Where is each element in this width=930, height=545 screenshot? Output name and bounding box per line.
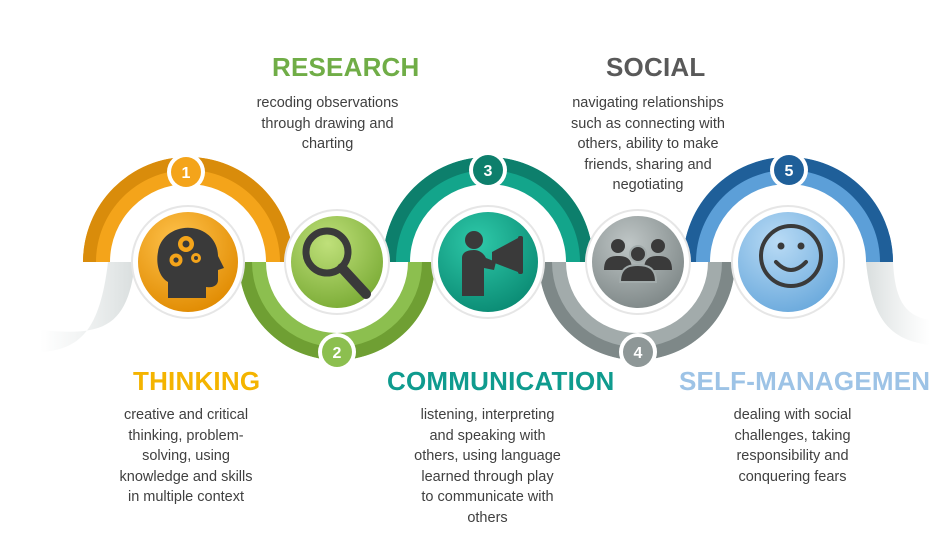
- head-gears-icon: [157, 227, 224, 298]
- number-badge-3: 3: [469, 151, 507, 189]
- step-title-social: SOCIAL: [606, 52, 706, 82]
- number-badge-4: 4: [619, 333, 657, 371]
- wave-tail-left: [40, 262, 135, 352]
- number-badge-text: 3: [484, 163, 493, 180]
- number-badge-text: 2: [333, 345, 342, 362]
- step-desc-social: navigating relationships such as connect…: [571, 95, 725, 193]
- step-title-communication: COMMUNICATION: [387, 366, 615, 396]
- step-circle-2: [284, 209, 390, 315]
- wave-ribbon: [40, 157, 930, 360]
- number-badge-5: 5: [770, 151, 808, 189]
- number-badge-2: 2: [318, 333, 356, 371]
- group-people-icon: [604, 239, 672, 283]
- step-desc-research: recoding observations through drawing an…: [256, 95, 399, 152]
- smiley-face-icon: [759, 224, 823, 288]
- wave-tail-right: [866, 262, 930, 345]
- step-title-research: RESEARCH: [272, 52, 420, 82]
- wave-arc-1-band: [83, 157, 293, 262]
- step-circle-5: [731, 205, 845, 319]
- number-badge-text: 4: [634, 345, 643, 362]
- step-desc-communication: listening, interpreting and speaking wit…: [414, 407, 561, 526]
- wave-arc-2-band: [239, 262, 435, 360]
- step-desc-thinking: creative and critical thinking, problem-…: [119, 407, 253, 505]
- step-circle-4: [585, 209, 691, 315]
- number-badge-text: 5: [785, 163, 794, 180]
- number-badge-text: 1: [182, 165, 191, 182]
- number-badge-1: 1: [167, 153, 205, 191]
- step-title-self-management: SELF-MANAGEMENT: [679, 366, 930, 396]
- magnifier-icon: [302, 227, 371, 299]
- step-circle-1: [131, 205, 245, 319]
- wave-arc-4-band: [539, 262, 735, 360]
- step-circle-3: [431, 205, 545, 319]
- step-title-thinking: THINKING: [133, 366, 261, 396]
- wave-arc-3-band: [383, 157, 593, 262]
- wave-arc-5-band: [683, 157, 893, 262]
- megaphone-person-icon: [462, 231, 523, 296]
- step-desc-self-management: dealing with social challenges, taking r…: [733, 407, 852, 485]
